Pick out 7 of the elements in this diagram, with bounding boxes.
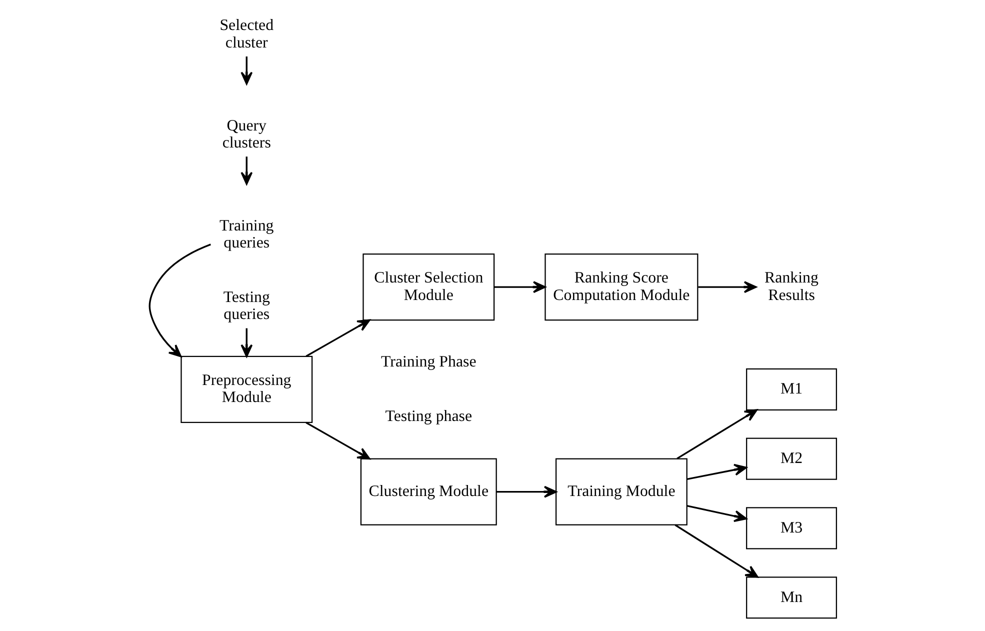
node-text: Ranking Results (764, 270, 818, 304)
node-text: Training queries (219, 217, 274, 252)
node-text: Query clusters (222, 117, 270, 152)
label: Training Phase (380, 353, 476, 370)
label: Testing phase (384, 408, 472, 425)
node-text: Testing queries (222, 289, 270, 324)
node-text: Selected cluster (219, 17, 274, 52)
